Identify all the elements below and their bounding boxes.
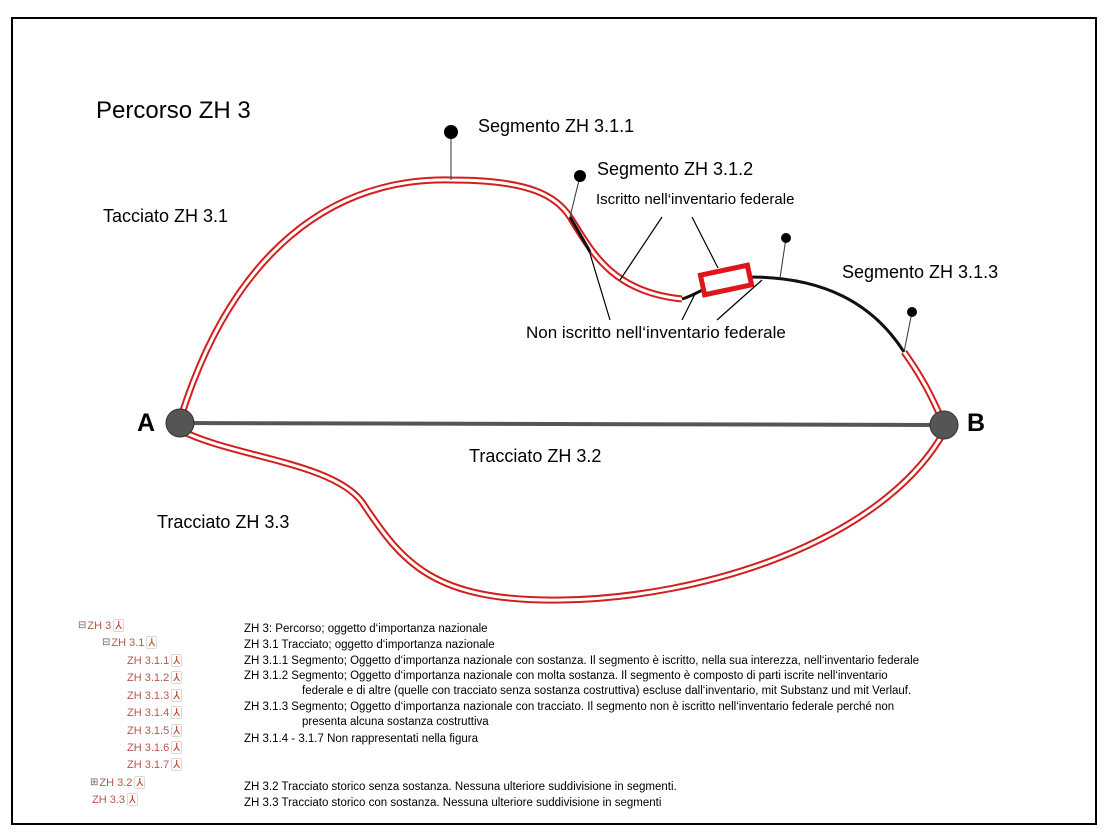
tree-item-zh3[interactable]: ⊟ ZH 3 ⅄ [78, 619, 124, 632]
node-a [165, 408, 195, 438]
node-b [929, 410, 959, 440]
label-segment-312: Segmento ZH 3.1.2 [597, 159, 754, 179]
inventory-box [697, 262, 755, 298]
tree-item-label: ZH 3.1.7 [127, 758, 170, 771]
pdf-icon[interactable]: ⅄ [127, 793, 138, 806]
diagram-title: Percorso ZH 3 [96, 97, 251, 124]
pdf-icon[interactable]: ⅄ [171, 689, 182, 702]
tree-item-label: ZH 3.3 [92, 793, 126, 806]
tree-item-label: ZH 3.1.6 [127, 741, 170, 754]
label-segment-313: Segmento ZH 3.1.3 [842, 262, 999, 282]
desc-zh31: ZH 3.1 Tracciato; oggetto d‘importanza n… [244, 639, 495, 651]
desc-zh32: ZH 3.2 Tracciato storico senza sostanza.… [244, 781, 677, 793]
expand-icon[interactable]: ⊞ [90, 777, 99, 788]
desc-zh312-cont: federale e di altre (quelle con tracciat… [302, 685, 912, 697]
pdf-icon[interactable]: ⅄ [171, 671, 182, 684]
leader-non-iscritto [587, 246, 763, 321]
label-iscritto: Iscritto nell‘inventario federale [596, 191, 795, 208]
label-tracciato-31: Tacciato ZH 3.1 [103, 206, 229, 226]
tree-item-zh33[interactable]: ZH 3.3 ⅄ [92, 793, 138, 806]
pdf-icon[interactable]: ⅄ [171, 654, 182, 667]
pdf-icon[interactable]: ⅄ [171, 724, 182, 737]
tree-item-label: ZH 3.1.4 [127, 706, 170, 719]
tree-item-zh313[interactable]: ZH 3.1.3 ⅄ [127, 689, 182, 702]
desc-zh33: ZH 3.3 Tracciato storico con sostanza. N… [244, 797, 662, 809]
tree-item-zh315[interactable]: ZH 3.1.5 ⅄ [127, 724, 182, 737]
tree-item-zh31[interactable]: ⊟ ZH 3.1 ⅄ [102, 636, 158, 649]
leader-iscritto [619, 216, 719, 281]
pin-311 [444, 125, 458, 180]
tree-item-zh311[interactable]: ZH 3.1.1 ⅄ [127, 654, 182, 667]
tree-item-label: ZH 3.1.5 [127, 724, 170, 737]
pdf-icon[interactable]: ⅄ [113, 619, 124, 632]
collapse-icon[interactable]: ⊟ [102, 637, 111, 648]
tree-item-zh317[interactable]: ZH 3.1.7 ⅄ [127, 758, 182, 771]
label-tracciato-33: Tracciato ZH 3.3 [157, 512, 290, 532]
tree-item-zh316[interactable]: ZH 3.1.6 ⅄ [127, 741, 182, 754]
pdf-icon[interactable]: ⅄ [134, 776, 146, 789]
tracciato-32-line [179, 421, 945, 427]
pdf-icon[interactable]: ⅄ [171, 706, 182, 719]
tracciato-33-path [178, 426, 948, 604]
tree-item-label: ZH 3.1.3 [127, 689, 170, 702]
tracciato-31-path [176, 176, 946, 422]
tree-item-label: ZH 3.2 [99, 776, 133, 789]
tree-item-label: ZH 3 [87, 619, 112, 632]
tree-item-label: ZH 3.1 [111, 636, 145, 649]
pin-313b [903, 307, 917, 353]
tree-item-label: ZH 3.1.2 [127, 671, 170, 684]
label-non-iscritto: Non iscritto nell‘inventario federale [526, 323, 786, 342]
pin-312 [569, 170, 586, 218]
desc-zh313-cont: presenta alcuna sostanza costruttiva [302, 716, 489, 728]
label-point-b: B [967, 409, 986, 437]
desc-zh312: ZH 3.1.2 Segmento; Oggetto d‘importanza … [244, 670, 888, 682]
label-segment-311: Segmento ZH 3.1.1 [478, 116, 635, 136]
desc-zh311: ZH 3.1.1 Segmento; Oggetto d‘importanza … [244, 655, 920, 667]
desc-zh314-317: ZH 3.1.4 - 3.1.7 Non rappresentati nella… [244, 733, 478, 745]
tree-item-label: ZH 3.1.1 [127, 654, 170, 667]
tree-item-zh314[interactable]: ZH 3.1.4 ⅄ [127, 706, 182, 719]
pdf-icon[interactable]: ⅄ [171, 741, 182, 754]
pdf-icon[interactable]: ⅄ [146, 636, 158, 649]
pdf-icon[interactable]: ⅄ [171, 758, 182, 771]
tree-item-zh32[interactable]: ⊞ ZH 3.2 ⅄ [90, 776, 146, 789]
label-tracciato-32: Tracciato ZH 3.2 [469, 446, 602, 466]
desc-zh3: ZH 3: Percorso; oggetto d‘importanza naz… [244, 623, 488, 635]
diagram-frame: Percorso ZH 3 Tacciato ZH 3.1 Segmento Z… [11, 17, 1097, 825]
collapse-icon[interactable]: ⊟ [78, 620, 87, 631]
label-point-a: A [137, 409, 156, 437]
route-diagram [165, 125, 959, 604]
pin-313 [779, 233, 791, 279]
desc-zh313: ZH 3.1.3 Segmento; Oggetto d‘importanza … [244, 701, 895, 713]
tree-item-zh312[interactable]: ZH 3.1.2 ⅄ [127, 671, 182, 684]
